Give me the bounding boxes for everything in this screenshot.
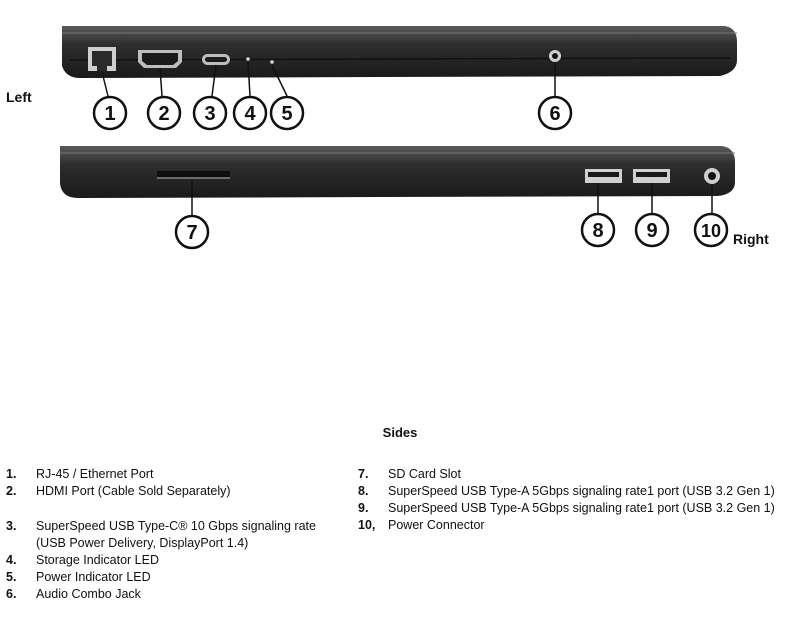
legend-text: Audio Combo Jack: [36, 587, 141, 601]
callout-number: 8: [592, 220, 603, 242]
callout-circle-1: [92, 95, 128, 131]
sides-title: Sides: [382, 425, 418, 440]
callout-circle-6: [537, 95, 573, 131]
rj45-port-icon: [88, 47, 116, 71]
callout-circle-10: [693, 212, 729, 248]
legend-number: 7.: [358, 467, 369, 481]
callout-circle-9: [634, 212, 670, 248]
legend-number: 1.: [6, 467, 17, 481]
legend-text: Power Indicator LED: [36, 570, 151, 584]
usb-c-port-icon: [202, 54, 230, 65]
usb-a-port-icon: [585, 169, 622, 183]
callout-number: 10: [701, 221, 721, 241]
power-connector-icon: [704, 168, 720, 184]
callout-number: 7: [186, 222, 197, 244]
legend-number: 9.: [358, 501, 369, 515]
legend-item: 5. Power Indicator LED: [6, 569, 336, 586]
callout-circle-3: [192, 95, 228, 131]
legend-left-column: 1. RJ-45 / Ethernet Port 2. HDMI Port (C…: [6, 466, 336, 603]
callout-circle-2: [146, 95, 182, 131]
left-side-laptop-view: [62, 26, 737, 78]
legend-text: SuperSpeed USB Type-C® 10 Gbps signaling…: [36, 519, 316, 550]
legend-number: 8.: [358, 484, 369, 498]
storage-led-icon: [246, 57, 250, 61]
audio-jack-icon: [549, 50, 561, 62]
callout-number: 1: [104, 103, 115, 125]
legend-text: SuperSpeed USB Type-A 5Gbps signaling ra…: [388, 484, 775, 498]
legend-right-column: 7. SD Card Slot 8. SuperSpeed USB Type-A…: [358, 466, 778, 534]
legend-number: 4.: [6, 553, 17, 567]
legend-item: 2. HDMI Port (Cable Sold Separately): [6, 483, 336, 500]
legend-text: Storage Indicator LED: [36, 553, 159, 567]
legend-item: 7. SD Card Slot: [358, 466, 778, 483]
legend-item: 1. RJ-45 / Ethernet Port: [6, 466, 336, 483]
left-side-label: Left: [6, 89, 32, 105]
right-side-laptop-view: [60, 146, 735, 198]
callout-circle-5: [269, 95, 305, 131]
callout-number: 6: [549, 103, 560, 125]
callout-circle-4: [232, 95, 268, 131]
legend-item: 10, Power Connector: [358, 517, 778, 534]
sd-card-slot-icon: [157, 171, 230, 179]
callout-number: 3: [204, 103, 215, 125]
callout-circle-8: [580, 212, 616, 248]
legend-item: 6. Audio Combo Jack: [6, 586, 336, 603]
legend-number: 6.: [6, 587, 17, 601]
callout-leader-lines: [101, 61, 713, 216]
right-side-label: Right: [733, 231, 769, 247]
laptop-sides-diagram: 1 2 3 4 5 6 7 8 9 10: [60, 26, 737, 250]
legend-item: 8. SuperSpeed USB Type-A 5Gbps signaling…: [358, 483, 778, 500]
legend-text: RJ-45 / Ethernet Port: [36, 467, 154, 481]
callout-number: 9: [646, 220, 657, 242]
legend-number: 2.: [6, 484, 17, 498]
legend-text: SD Card Slot: [388, 467, 461, 481]
callout-number: 4: [244, 103, 256, 125]
callout-circle-7: [174, 214, 210, 250]
callout-number: 5: [281, 103, 292, 125]
legend-item: 9. SuperSpeed USB Type-A 5Gbps signaling…: [358, 500, 778, 517]
hdmi-port-icon: [138, 50, 182, 68]
legend-text: HDMI Port (Cable Sold Separately): [36, 484, 231, 498]
power-led-icon: [270, 60, 274, 64]
callout-number: 2: [158, 103, 169, 125]
legend-number: 3.: [6, 519, 17, 533]
legend-item: 3. SuperSpeed USB Type-C® 10 Gbps signal…: [6, 518, 336, 552]
legend-number: 5.: [6, 570, 17, 584]
legend-text: Power Connector: [388, 518, 485, 532]
legend-item: 4. Storage Indicator LED: [6, 552, 336, 569]
usb-a-port-icon: [633, 169, 670, 183]
legend-text: SuperSpeed USB Type-A 5Gbps signaling ra…: [388, 501, 775, 515]
legend-number: 10,: [358, 518, 376, 532]
